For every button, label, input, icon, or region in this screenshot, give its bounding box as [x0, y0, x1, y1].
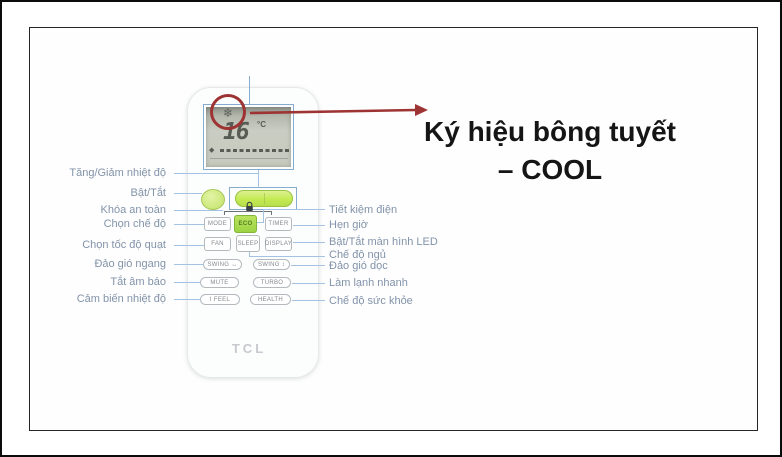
- label-led-display: Bật/Tắt màn hình LED: [329, 236, 438, 248]
- leader-line: [257, 222, 264, 223]
- title-line-2: – COOL: [497, 154, 603, 185]
- label-swing-horizontal: Đảo gió ngang: [94, 258, 166, 270]
- display-button[interactable]: DISPLAY: [265, 237, 292, 251]
- leader-line: [174, 193, 202, 194]
- leader-line: [174, 210, 223, 211]
- label-turbo: Làm lạnh nhanh: [329, 277, 408, 289]
- leader-line: [263, 209, 325, 210]
- temp-rocker-button[interactable]: [235, 190, 293, 207]
- label-sleep: Chế độ ngủ: [329, 249, 386, 261]
- leader-line: [291, 265, 325, 266]
- label-mode: Chọn chế độ: [103, 218, 166, 230]
- photo-frame: [29, 27, 758, 431]
- leader-line: [249, 76, 250, 105]
- display-annotation-frame: [203, 104, 294, 170]
- rocker-divider: [264, 193, 265, 204]
- leader-line: [174, 282, 200, 283]
- snowflake-highlight-circle: [210, 94, 246, 130]
- mute-button[interactable]: MUTE: [200, 277, 239, 288]
- label-power: Bật/Tắt: [130, 187, 166, 199]
- leader-line: [258, 170, 259, 188]
- turbo-button[interactable]: TURBO: [253, 277, 291, 288]
- leader-line: [263, 209, 264, 222]
- label-temp-updown: Tăng/Giảm nhiệt độ: [69, 167, 166, 179]
- leader-line: [249, 256, 325, 257]
- swing-horizontal-button[interactable]: SWING ↔: [203, 259, 242, 270]
- label-health: Chế độ sức khỏe: [329, 295, 413, 307]
- health-button[interactable]: HEALTH: [250, 294, 291, 305]
- leader-line: [174, 173, 258, 174]
- leader-line: [292, 283, 325, 284]
- power-button[interactable]: [201, 189, 225, 210]
- leader-line: [293, 225, 325, 226]
- leader-line: [249, 252, 250, 257]
- title-block: Ký hiệu bông tuyết – COOL: [415, 113, 685, 189]
- label-fan-speed: Chọn tốc độ quạt: [82, 239, 166, 251]
- fan-button[interactable]: FAN: [204, 237, 231, 251]
- timer-button[interactable]: TIMER: [265, 217, 292, 231]
- label-swing-vertical: Đảo gió dọc: [329, 260, 388, 272]
- lock-bracket: [224, 211, 272, 215]
- ifeel-button[interactable]: I FEEL: [200, 294, 240, 305]
- eco-button[interactable]: ECO: [234, 215, 257, 233]
- lcd-segment-line: [210, 158, 288, 159]
- title-line-1: Ký hiệu bông tuyết: [424, 116, 676, 147]
- label-temp-sensor: Cảm biến nhiệt độ: [76, 293, 166, 305]
- leader-line: [174, 245, 204, 246]
- mode-button[interactable]: MODE: [204, 217, 231, 231]
- leader-line: [293, 242, 325, 243]
- fan-level-bar: [220, 149, 289, 152]
- leader-line: [174, 224, 204, 225]
- label-eco: Tiết kiệm điện: [329, 204, 398, 216]
- temperature-unit: °C: [257, 120, 266, 129]
- lock-icon: [246, 201, 253, 211]
- tcl-logo: TCL: [231, 341, 267, 356]
- label-timer: Hẹn giờ: [329, 219, 369, 231]
- leader-line: [174, 264, 204, 265]
- leader-line: [292, 300, 325, 301]
- leader-line: [174, 299, 200, 300]
- label-child-lock: Khóa an toàn: [100, 204, 166, 216]
- fan-level-icon: ◆: [209, 146, 215, 154]
- swing-vertical-button[interactable]: SWING ↕: [253, 259, 290, 270]
- arrow-to-title: [249, 104, 428, 116]
- sleep-button[interactable]: SLEEP: [236, 235, 260, 252]
- label-mute: Tắt âm báo: [110, 276, 166, 288]
